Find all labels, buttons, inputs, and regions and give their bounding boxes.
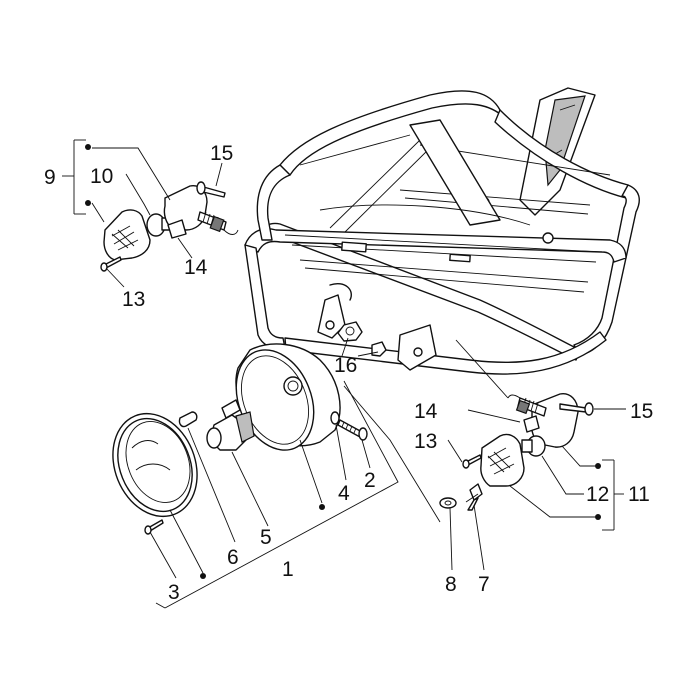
callout-labels: 1 2 3 4 5 6 7 8 9 10 11 12 13 13 14 14 1… xyxy=(44,142,653,604)
front-luggage-rack xyxy=(244,90,640,375)
callout-11: 11 xyxy=(628,483,650,506)
callout-5: 5 xyxy=(260,526,272,549)
callout-3: 3 xyxy=(168,581,180,604)
callout-9: 9 xyxy=(44,166,56,189)
callout-12: 12 xyxy=(586,483,609,506)
right-turn-signal-assembly xyxy=(462,393,594,487)
callout-8: 8 xyxy=(445,573,457,596)
headlamp-assembly xyxy=(112,343,368,535)
callout-13-upper: 13 xyxy=(122,288,145,311)
callout-4: 4 xyxy=(338,482,350,505)
callout-14-upper: 14 xyxy=(184,256,208,279)
callout-16: 16 xyxy=(334,354,357,377)
callout-10: 10 xyxy=(90,165,113,188)
callout-13-right: 13 xyxy=(414,430,437,453)
callout-15-right: 15 xyxy=(630,400,653,423)
leader-lines xyxy=(62,139,626,609)
callout-1: 1 xyxy=(282,558,294,581)
callout-15-upper: 15 xyxy=(210,142,233,165)
callout-14-right: 14 xyxy=(414,400,438,423)
callout-7: 7 xyxy=(478,573,490,596)
mounting-hardware xyxy=(337,321,483,511)
callout-6: 6 xyxy=(227,546,239,569)
left-turn-signal-assembly xyxy=(100,181,239,272)
callout-2: 2 xyxy=(364,469,376,492)
